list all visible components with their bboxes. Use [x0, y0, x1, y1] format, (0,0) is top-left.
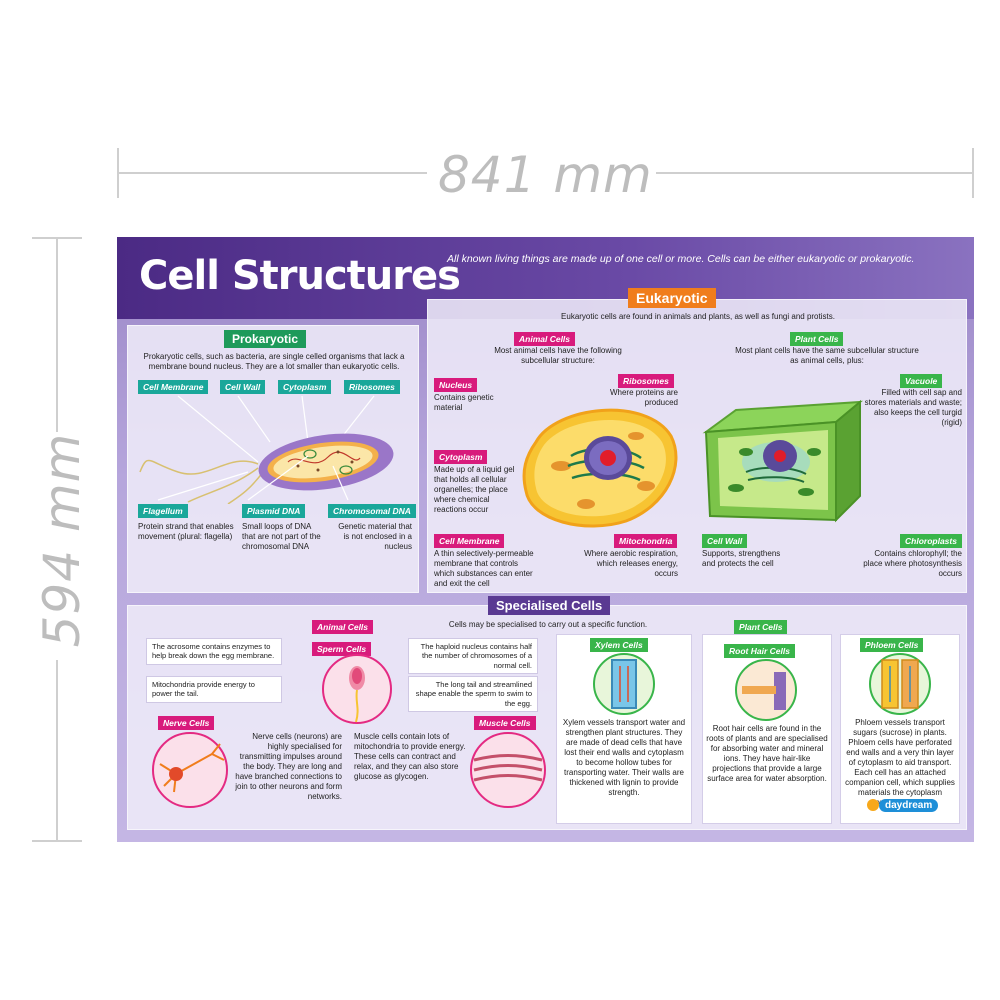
eukaryotic-description: Eukaryotic cells are found in animals an…: [561, 312, 835, 321]
nerve-cell-illustration: [152, 732, 228, 808]
label-mitochondria: Mitochondria: [614, 534, 678, 548]
specialised-header: Specialised Cells: [488, 596, 611, 615]
label-cell-wall: Cell Wall: [220, 380, 266, 394]
brand-logo: daydream: [879, 799, 939, 812]
sperm-nucleus-note: The haploid nucleus contains half the nu…: [408, 638, 538, 675]
prokaryotic-header: Prokaryotic: [224, 330, 307, 348]
height-dimension-bottom-cap: [32, 840, 82, 842]
root-hair-cells-label: Root Hair Cells: [724, 644, 795, 658]
label-cell-wall-plant: Cell Wall: [702, 534, 748, 548]
xylem-cell-illustration: [593, 653, 655, 715]
note-chloroplasts: Contains chlorophyll; the place where ph…: [863, 549, 962, 578]
width-dimension-line-left: [117, 172, 427, 174]
width-dimension-label: 841 mm: [438, 146, 653, 204]
label-cytoplasm-animal: Cytoplasm: [434, 450, 488, 464]
cell-structures-poster: Cell Structures All known living things …: [117, 237, 974, 842]
nerve-cells-label: Nerve Cells: [158, 716, 215, 730]
phloem-cells-label: Phloem Cells: [860, 638, 924, 652]
note-flagellum: Protein strand that enables movement (pl…: [138, 522, 234, 541]
poster-intro: All known living things are made up of o…: [447, 253, 915, 265]
sperm-acrosome-note: The acrosome contains enzymes to help br…: [146, 638, 282, 665]
note-plasmid-dna: Small loops of DNA that are not part of …: [242, 522, 321, 551]
phloem-cells-text: Phloem vessels transport sugars (sucrose…: [845, 718, 955, 807]
label-vacuole: Vacuole: [900, 374, 943, 388]
animal-cells-description: Most animal cells have the following sub…: [494, 346, 622, 365]
note-nucleus: Contains genetic material: [434, 393, 494, 412]
note-vacuole: Filled with cell sap and stores material…: [864, 388, 962, 427]
height-dimension-line-top: [56, 237, 58, 432]
eukaryotic-header: Eukaryotic: [628, 288, 716, 308]
sperm-cell-illustration: [322, 654, 392, 724]
height-dimension-label: 594 mm: [33, 432, 91, 648]
nerve-cells-text: Nerve cells (neurons) are highly special…: [235, 732, 342, 801]
eukaryotic-panel: Eukaryotic Eukaryotic cells are found in…: [427, 288, 967, 593]
muscle-cell-illustration: [470, 732, 546, 808]
label-chromosomal-dna: Chromosomal DNA: [328, 504, 416, 518]
xylem-cells-label: Xylem Cells: [590, 638, 648, 652]
label-ribosomes: Ribosomes: [344, 380, 400, 394]
root-hair-cells-text: Root hair cells are found in the roots o…: [706, 724, 828, 783]
label-nucleus: Nucleus: [434, 378, 478, 392]
poster-title: Cell Structures: [139, 253, 461, 299]
specialised-plant-cells-header: Plant Cells: [734, 620, 788, 634]
note-mitochondria: Where aerobic respiration, which release…: [584, 549, 678, 578]
note-ribosomes-animal: Where proteins are produced: [609, 388, 678, 407]
sperm-tail-note: The long tail and streamlined shape enab…: [408, 676, 538, 713]
sperm-mitochondria-note: Mitochondria provide energy to power the…: [146, 676, 282, 703]
plant-cells-header: Plant Cells: [790, 332, 844, 346]
plant-cell-illustration: [702, 399, 863, 523]
animal-cell-illustration: [522, 408, 678, 528]
specialised-panel: Specialised Cells Cells may be specialis…: [127, 596, 967, 830]
muscle-cells-label: Muscle Cells: [474, 716, 536, 730]
height-dimension-line-bottom: [56, 660, 58, 842]
prokaryotic-description: Prokaryotic cells, such as bacteria, are…: [143, 352, 405, 371]
width-dimension-right-cap: [972, 148, 974, 198]
specialised-description: Cells may be specialised to carry out a …: [448, 620, 648, 629]
label-flagellum: Flagellum: [138, 504, 188, 518]
xylem-cells-text: Xylem vessels transport water and streng…: [562, 718, 686, 797]
animal-cells-header: Animal Cells: [514, 332, 576, 346]
plant-cells-description: Most plant cells have the same subcellul…: [735, 346, 919, 365]
muscle-cells-text: Muscle cells contain lots of mitochondri…: [354, 732, 466, 781]
label-cell-membrane: Cell Membrane: [138, 380, 209, 394]
brand-logo-icon: [867, 799, 879, 811]
phloem-cell-illustration: [869, 653, 931, 715]
label-cytoplasm: Cytoplasm: [278, 380, 332, 394]
note-chromosomal-dna: Genetic material that is not enclosed in…: [338, 522, 412, 551]
specialised-animal-cells-header: Animal Cells: [312, 620, 374, 634]
label-plasmid-dna: Plasmid DNA: [242, 504, 306, 518]
prokaryotic-panel: Prokaryotic Prokaryotic cells, such as b…: [127, 325, 419, 593]
note-cytoplasm-animal: Made up of a liquid gel that holds all c…: [434, 465, 515, 514]
note-cell-wall-plant: Supports, strengthens and protects the c…: [702, 549, 781, 568]
sperm-cells-label: Sperm Cells: [312, 642, 372, 656]
label-cell-membrane-animal: Cell Membrane: [434, 534, 505, 548]
label-chloroplasts: Chloroplasts: [900, 534, 962, 548]
root-hair-cell-illustration: [735, 659, 797, 721]
label-ribosomes-animal: Ribosomes: [618, 374, 674, 388]
bacterium-illustration: [139, 395, 394, 504]
width-dimension-line-right: [656, 172, 974, 174]
note-cell-membrane-animal: A thin selectively-permeable membrane th…: [434, 549, 534, 588]
